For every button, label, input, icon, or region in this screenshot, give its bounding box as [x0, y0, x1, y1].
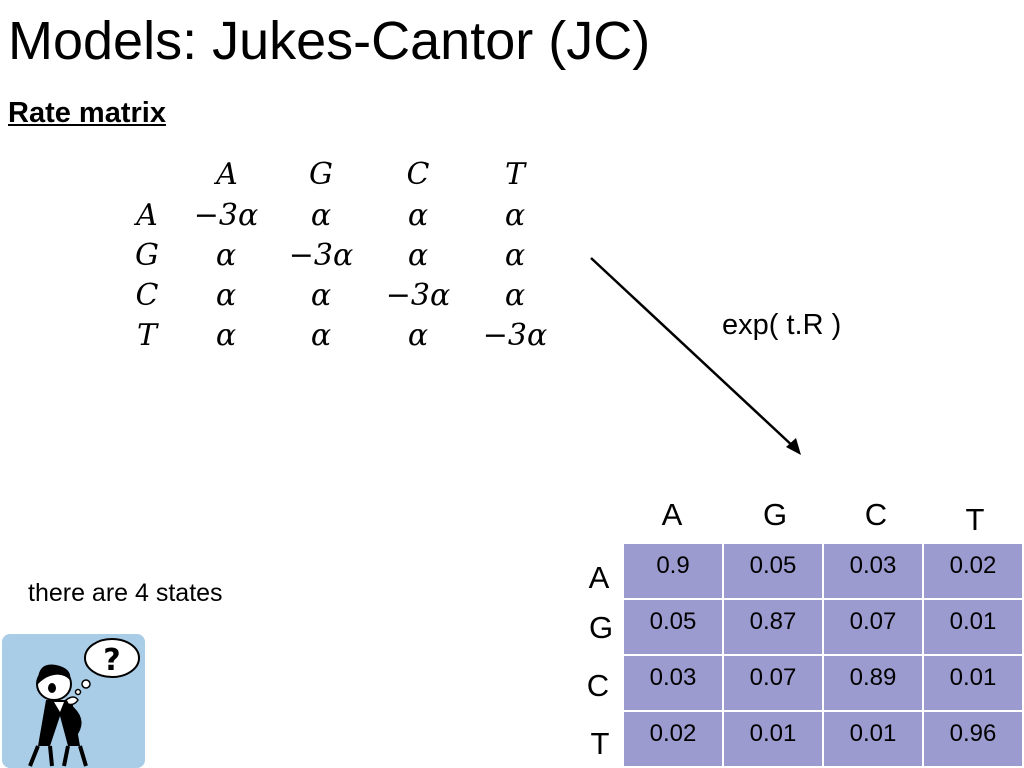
rate-row-header: T [136, 318, 158, 353]
slide-title: Models: Jukes-Cantor (JC) [8, 11, 651, 71]
rate-cell: α [310, 318, 332, 353]
rate-cell: −3α [482, 318, 548, 353]
prob-cell: 0.07 [722, 654, 824, 712]
prob-col-header: A [661, 497, 683, 532]
prob-cell: 0.02 [922, 542, 1024, 600]
table-row: 0.05 0.87 0.07 0.01 [622, 598, 1024, 656]
rate-col-header: C [406, 157, 430, 192]
rate-cell: α [310, 278, 332, 313]
rate-cell: α [215, 278, 237, 313]
prob-cell: 0.01 [922, 598, 1024, 656]
rate-col-header: A [216, 157, 238, 192]
prob-row-header: C [586, 668, 610, 703]
prob-col-header: T [965, 502, 985, 537]
rate-cell: α [407, 318, 429, 353]
prob-cell: 0.02 [622, 710, 724, 768]
rate-row-header: G [135, 238, 159, 273]
prob-cell: 0.01 [722, 710, 824, 768]
rate-row-header: A [136, 198, 158, 233]
rate-cell: α [215, 238, 237, 273]
table-row: 0.03 0.07 0.89 0.01 [622, 654, 1024, 712]
prob-cell: 0.05 [722, 542, 824, 600]
prob-cell: 0.89 [822, 654, 924, 712]
prob-cell: 0.07 [822, 598, 924, 656]
rate-cell: −3α [385, 278, 451, 313]
probability-matrix-table: 0.9 0.05 0.03 0.02 0.05 0.87 0.07 0.01 0… [622, 542, 1024, 768]
prob-col-header: G [762, 497, 788, 532]
rate-cell: α [310, 198, 332, 233]
svg-text:?: ? [103, 643, 120, 678]
prob-row-header: A [588, 560, 610, 595]
states-note: there are 4 states [28, 579, 223, 607]
prob-cell: 0.03 [822, 542, 924, 600]
prob-cell: 0.9 [622, 542, 724, 600]
prob-col-header: C [864, 497, 888, 532]
rate-cell: α [504, 278, 526, 313]
rate-cell: −3α [288, 238, 354, 273]
rate-col-header: T [504, 157, 526, 192]
rate-col-header: G [309, 157, 333, 192]
rate-cell: α [504, 238, 526, 273]
slide-subtitle: Rate matrix [8, 97, 166, 129]
prob-cell: 0.03 [622, 654, 724, 712]
prob-cell: 0.01 [822, 710, 924, 768]
rate-cell: α [215, 318, 237, 353]
transform-label: exp( t.R ) [722, 309, 842, 341]
rate-cell: α [407, 198, 429, 233]
prob-cell: 0.01 [922, 654, 1024, 712]
thinking-person-question-icon: ? [2, 634, 145, 768]
prob-cell: 0.87 [722, 598, 824, 656]
rate-row-header: C [135, 278, 159, 313]
prob-row-header: T [590, 726, 610, 761]
rate-cell: α [407, 238, 429, 273]
prob-cell: 0.96 [922, 710, 1024, 768]
prob-cell: 0.05 [622, 598, 724, 656]
rate-cell: α [504, 198, 526, 233]
table-row: 0.02 0.01 0.01 0.96 [622, 710, 1024, 768]
table-row: 0.9 0.05 0.03 0.02 [622, 542, 1024, 600]
rate-cell: −3α [193, 198, 259, 233]
prob-row-header: G [588, 610, 614, 645]
